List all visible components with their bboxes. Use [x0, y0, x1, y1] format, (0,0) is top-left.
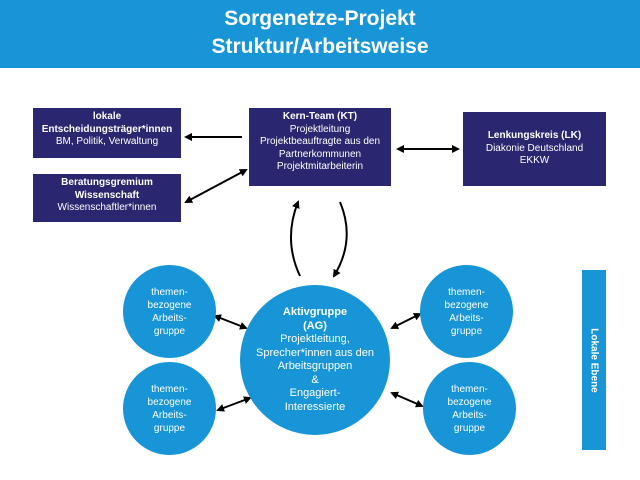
ag-line: Interessierte — [284, 400, 346, 413]
box-kern-line: Projektmitarbeiterin — [276, 161, 364, 172]
ag-subtitle: (AG) — [303, 319, 327, 332]
box-lenkung-title: Lenkungskreis (LK) — [487, 130, 582, 141]
ag-line: & — [311, 373, 319, 386]
box-lokale-line: BM, Politik, Verwaltung — [55, 136, 159, 147]
box-lokale-title: lokale Entscheidungsträger*innen — [41, 111, 173, 135]
circle-line: Arbeits- — [152, 409, 187, 421]
ag-line: Engagiert- — [289, 387, 341, 399]
arrow-ag-bl — [216, 396, 252, 412]
circle-line: gruppe — [453, 422, 486, 434]
box-lenkungskreis: Lenkungskreis (LK) Diakonie Deutschland … — [463, 112, 606, 186]
side-label-text: Lokale Ebene — [588, 327, 600, 393]
circle-line: themen- — [151, 286, 188, 298]
page-title-line-1: Sorgenetze-Projekt — [224, 7, 416, 30]
circle-line: gruppe — [153, 422, 186, 434]
box-kern-team: Kern-Team (KT) Projektleitung Projektbea… — [249, 108, 391, 186]
page-title-line-2: Struktur/Arbeitsweise — [211, 35, 429, 58]
circle-line: bezogene — [447, 396, 492, 408]
circle-arbeitsgruppe-bottom-left: themen- bezogene Arbeits- gruppe — [123, 362, 216, 455]
arrow-ag-tr — [390, 313, 422, 329]
circle-line: themen- — [151, 383, 188, 395]
circle-arbeitsgruppe-top-left: themen- bezogene Arbeits- gruppe — [123, 265, 216, 358]
arrow-kern-beratung — [184, 169, 248, 203]
box-kern-line: Partnerkommunen — [278, 148, 362, 160]
ag-line: Projektleitung, — [280, 333, 350, 345]
circle-line: gruppe — [450, 325, 483, 337]
box-beratungsgremium: Beratungsgremium Wissenschaft Wissenscha… — [33, 174, 181, 222]
circle-line: bezogene — [147, 396, 192, 408]
circle-line: themen- — [448, 286, 485, 298]
ag-line: Arbeitsgruppen — [277, 360, 353, 372]
circle-line: themen- — [451, 383, 488, 395]
arrow-ag-to-kern — [289, 200, 301, 277]
box-beratung-line: Wissenschaftler*innen — [57, 202, 157, 213]
box-kern-title: Kern-Team (KT) — [282, 111, 358, 122]
circle-line: Arbeits- — [152, 312, 187, 324]
circle-line: Arbeits- — [449, 312, 484, 324]
circle-line: bezogene — [444, 299, 489, 311]
circle-aktivgruppe: Aktivgruppe (AG) Projektleitung, Spreche… — [240, 285, 390, 435]
circle-line: gruppe — [153, 325, 186, 337]
circle-line: bezogene — [147, 299, 192, 311]
box-beratung-title: Beratungsgremium Wissenschaft — [61, 177, 153, 201]
ag-title: Aktivgruppe — [282, 306, 348, 318]
circle-arbeitsgruppe-top-right: themen- bezogene Arbeits- gruppe — [420, 265, 513, 358]
box-lenkung-line: EKKW — [519, 155, 550, 166]
circle-arbeitsgruppe-bottom-right: themen- bezogene Arbeits- gruppe — [423, 362, 516, 455]
box-lenkung-line: Diakonie Deutschland — [485, 142, 584, 154]
side-bar-lokale-ebene — [582, 270, 606, 450]
title-banner: Sorgenetze-Projekt Struktur/Arbeitsweise — [0, 0, 640, 68]
ag-line: Sprecher*innen aus den — [255, 346, 375, 359]
arrow-ag-tl — [213, 314, 248, 330]
arrow-kern-to-ag — [332, 201, 348, 278]
circle-line: Arbeits- — [452, 409, 487, 421]
side-label-wrapper: Lokale Ebene — [582, 270, 606, 450]
arrow-ag-br — [390, 391, 424, 408]
box-lokale-entscheidungstraeger: lokale Entscheidungsträger*innen BM, Pol… — [33, 108, 181, 158]
box-kern-line: Projektleitung — [289, 123, 351, 135]
box-kern-line: Projektbeauftragte aus den — [259, 136, 381, 147]
